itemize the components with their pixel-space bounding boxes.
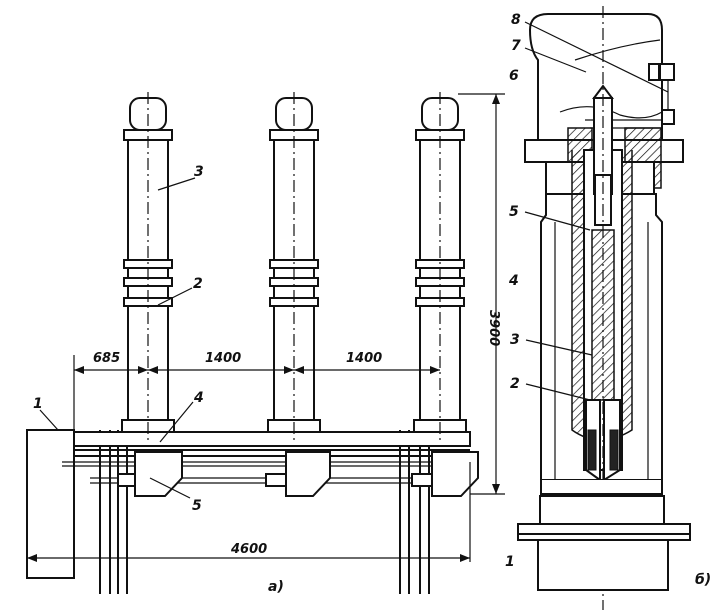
dimension-1400-right: 1400: [346, 351, 382, 366]
callout-b-2: 2: [510, 376, 520, 392]
callout-5: 5: [192, 498, 202, 514]
callout-b-5: 5: [509, 204, 519, 220]
support-frame: [62, 430, 471, 594]
callout-b-6: 6: [509, 68, 519, 84]
callout-b-8: 8: [511, 12, 521, 28]
callout-2: 2: [193, 276, 203, 292]
callout-b-1: 1: [505, 554, 515, 570]
callout-3: 3: [194, 164, 204, 180]
mechanism-housing-left: [134, 451, 183, 497]
drive-cabinet: [26, 429, 75, 579]
caption-b: б): [695, 572, 711, 588]
callout-leaders-a: [39, 177, 196, 499]
dimension-3900: 3900: [486, 310, 501, 346]
dimension-685: 685: [93, 351, 120, 366]
callout-4: 4: [193, 390, 204, 406]
figure-a-general-view: 3 2 4 5 1 685 1400 1400 4600 3900 a): [26, 92, 505, 595]
base-frame: [537, 539, 669, 591]
dimension-lines: [27, 93, 505, 562]
callout-1: 1: [33, 396, 43, 412]
callout-b-7: 7: [511, 38, 521, 54]
dimension-1400-left: 1400: [205, 351, 241, 366]
caption-a: a): [268, 579, 284, 595]
base-block: [539, 495, 665, 525]
dimension-4600: 4600: [230, 542, 267, 557]
mechanism-housing-right: [431, 451, 479, 497]
callout-leaders-b: [524, 21, 669, 401]
callout-b-3: 3: [510, 332, 520, 348]
mechanism-housing-middle: [285, 451, 331, 497]
figure-b-section-view: 8 7 6 5 4 3 2 1 б): [505, 6, 711, 610]
callout-b-4: 4: [508, 273, 519, 289]
level-gauge: [648, 63, 660, 81]
